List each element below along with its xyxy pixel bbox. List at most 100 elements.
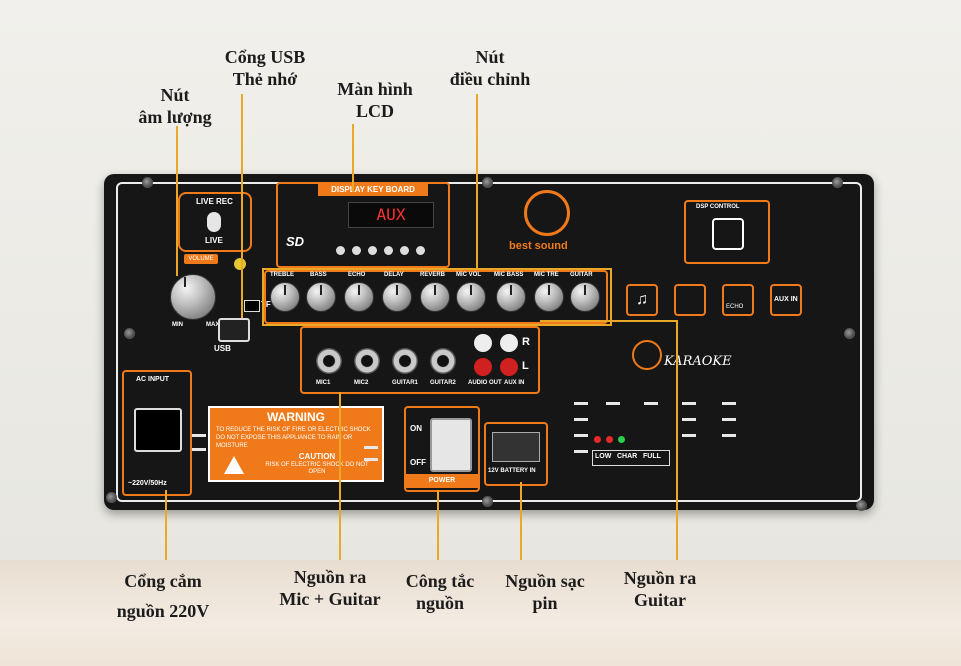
rec-indicator-icon (234, 258, 246, 270)
vent-slot (574, 434, 588, 437)
vent-slot (722, 402, 736, 405)
knob-mic-vol[interactable] (456, 282, 486, 312)
charge-led-low (594, 436, 601, 443)
display-button[interactable] (384, 246, 393, 255)
lcd-screen: AUX (348, 202, 434, 228)
screw (844, 328, 855, 339)
screw (856, 500, 867, 511)
echo-label: ECHO (726, 304, 744, 310)
callout-line-usb (241, 94, 243, 318)
vent-slot (364, 446, 378, 449)
knob-mic-bass[interactable] (496, 282, 526, 312)
knob-label: REVERB (420, 272, 446, 278)
warning-text: TO REDUCE THE RISK OF FIRE OR ELECTRIC S… (216, 427, 371, 449)
display-keyboard: DISPLAY KEY BOARD AUX SD (276, 182, 450, 268)
callout-line-switch (437, 490, 439, 560)
microphone-icon (207, 212, 221, 232)
vent-slot (606, 402, 620, 405)
input-label: GUITAR1 (392, 380, 418, 386)
volume-knob[interactable] (170, 274, 216, 320)
echo-mode-button[interactable]: ECHO (722, 284, 754, 316)
knob-treble[interactable] (270, 282, 300, 312)
audio-out-rca-right[interactable] (474, 334, 492, 352)
knob-echo[interactable] (344, 282, 374, 312)
vent-slot (364, 458, 378, 461)
on-label: ON (410, 424, 422, 433)
knob-row-highlight (262, 268, 612, 326)
power-switch[interactable] (430, 418, 472, 472)
battery-terminal[interactable] (492, 432, 540, 462)
guitar1-jack[interactable] (392, 348, 418, 374)
screw (124, 328, 135, 339)
volume-min: MIN (172, 322, 183, 328)
display-buttons (336, 246, 436, 256)
power-label: POWER (406, 474, 478, 488)
aux-in-mode-button[interactable]: AUX IN (770, 284, 802, 316)
input-jacks (300, 326, 540, 394)
knob-delay[interactable] (382, 282, 412, 312)
knob-guitar[interactable] (570, 282, 600, 312)
input-label: GUITAR2 (430, 380, 456, 386)
knob-reverb[interactable] (420, 282, 450, 312)
audio-out-rca-left[interactable] (474, 358, 492, 376)
caution-text: RISK OF ELECTRIC SHOCK DO NOT OPEN (265, 462, 369, 475)
sd-logo: SD (286, 234, 305, 249)
power-socket[interactable] (134, 408, 182, 452)
ac-input: AC INPUT ~220V/50Hz (122, 370, 192, 496)
display-button[interactable] (336, 246, 345, 255)
mic2-jack[interactable] (354, 348, 380, 374)
vent-slot (682, 418, 696, 421)
input-label: AUX IN (504, 380, 525, 386)
charge-led-full (618, 436, 625, 443)
knob-label: BASS (310, 272, 327, 278)
knob-label: TREBLE (270, 272, 294, 278)
power-switch-box: ON OFF POWER (404, 406, 480, 492)
aux-in-label: AUX IN (774, 296, 798, 303)
screw (482, 496, 493, 507)
display-button[interactable] (400, 246, 409, 255)
vent-slot (722, 434, 736, 437)
knob-label: MIC TRE (534, 272, 559, 278)
charge-char-label: CHAR (617, 453, 638, 460)
callout-line-lcd (352, 124, 354, 192)
knob-label: ECHO (348, 272, 366, 278)
control-panel: LIVE REC LIVE VOLUME MIN MAX TF USB DISP… (104, 174, 874, 511)
live-rec-label: LIVE REC (196, 197, 233, 206)
guitar2-jack[interactable] (430, 348, 456, 374)
left-channel-label: L (522, 360, 529, 372)
mic1-jack[interactable] (316, 348, 342, 374)
screw (482, 177, 493, 188)
knob-label: MIC VOL (456, 272, 481, 278)
live-label: LIVE (205, 236, 223, 245)
vent-slot (682, 402, 696, 405)
display-button[interactable] (368, 246, 377, 255)
singer-mode-button[interactable] (674, 284, 706, 316)
tf-card-slot[interactable] (244, 300, 260, 312)
callout-line-power-socket (165, 490, 167, 560)
battery-in-label: 12V BATTERY IN (488, 468, 536, 474)
usb-port[interactable] (218, 318, 250, 342)
battery-input-box: 12V BATTERY IN (484, 422, 548, 486)
knob-mic-treble[interactable] (534, 282, 564, 312)
display-button[interactable] (416, 246, 425, 255)
caution-title: CAUTION (298, 452, 336, 461)
display-title: DISPLAY KEY BOARD (318, 184, 428, 196)
knob-bass[interactable] (306, 282, 336, 312)
charge-indicator: LOW CHAR FULL (592, 450, 670, 466)
usb-label: USB (214, 344, 231, 353)
music-mode-button[interactable]: ♫ (626, 284, 658, 316)
charge-full-label: FULL (643, 453, 661, 460)
display-button[interactable] (352, 246, 361, 255)
knob-label: DELAY (384, 272, 404, 278)
aux-in-rca-right[interactable] (500, 334, 518, 352)
vent-slot (574, 402, 588, 405)
vent-slot (722, 418, 736, 421)
callout-line-adjust (476, 94, 478, 270)
aux-in-rca-left[interactable] (500, 358, 518, 376)
ac-input-label: AC INPUT (136, 376, 170, 383)
